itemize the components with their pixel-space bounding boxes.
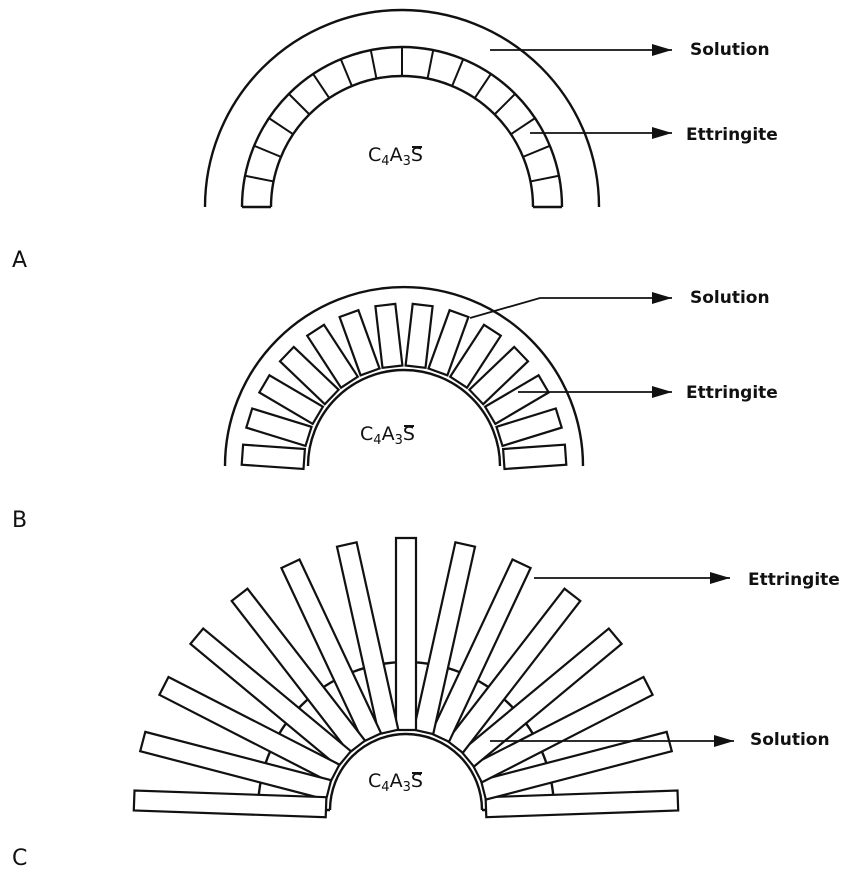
panel-b-letter: B — [12, 510, 27, 532]
panel-a-core-label: C4A3S — [368, 146, 423, 168]
panel-b-core-label: C4A3S — [360, 425, 415, 447]
panel-b-core-boundary — [308, 370, 500, 466]
panel-a-ettringite-crystal-12 — [289, 94, 310, 115]
panel-a-ettringite-crystal-13 — [269, 118, 293, 134]
panel-b-ettringite-crystal-6 — [406, 304, 433, 368]
panel-a-solution-label: Solution — [690, 42, 770, 59]
panel-a-ettringite-label: Ettringite — [686, 127, 778, 144]
panel-c-ettringite-arrow-head — [710, 572, 730, 584]
panel-c-ettringite-crystal-0 — [486, 791, 679, 818]
panel-c-core-label: C4A3S — [368, 772, 423, 794]
panel-b-ettringite-crystal-7 — [375, 304, 402, 368]
panel-a-solution-arrow-head — [652, 44, 672, 56]
panel-c-letter: C — [12, 848, 27, 870]
panel-a-ettringite-crystal-7 — [428, 50, 434, 78]
panel-a-ettringite-crystal-6 — [452, 59, 463, 86]
panel-b-ettringite-crystal-13 — [242, 445, 305, 469]
panel-c-solution-label: Solution — [750, 732, 830, 749]
panel-b-solution-label: Solution — [690, 290, 770, 307]
panel-a-ettringite-crystal-11 — [313, 74, 329, 98]
panel-a-solution-boundary — [205, 10, 599, 207]
panel-b-solution-arrow-head — [652, 292, 672, 304]
panel-c-solution-arrow-head — [714, 735, 734, 747]
panel-a-ettringite-arrow-head — [652, 127, 672, 139]
panel-c-ettringite-label: Ettringite — [748, 572, 840, 589]
panel-a-ettringite-crystal-10 — [341, 59, 352, 86]
panel-c-ettringite-crystal-7 — [396, 538, 416, 730]
panel-c-ettringite-crystal-14 — [134, 791, 327, 818]
panel-a-ettringite-crystal-1 — [530, 176, 558, 182]
panel-a-ettringite-crystal-15 — [245, 176, 273, 182]
panel-a-ettringite-crystal-5 — [475, 74, 491, 98]
panel-a-ettringite-crystal-4 — [495, 94, 516, 115]
panel-b-ettringite-label: Ettringite — [686, 385, 778, 402]
panel-b-ettringite-crystal-0 — [503, 445, 566, 469]
panel-a-core-boundary — [271, 76, 533, 207]
panel-a-letter: A — [12, 250, 27, 272]
panel-a-ettringite-crystal-3 — [511, 118, 535, 134]
panel-a-ettringite-crystal-2 — [523, 146, 550, 157]
panel-a-ettringite-crystal-9 — [371, 50, 377, 78]
panel-b-ettringite-arrow-head — [652, 386, 672, 398]
panel-a-ettringite-crystal-14 — [254, 146, 281, 157]
